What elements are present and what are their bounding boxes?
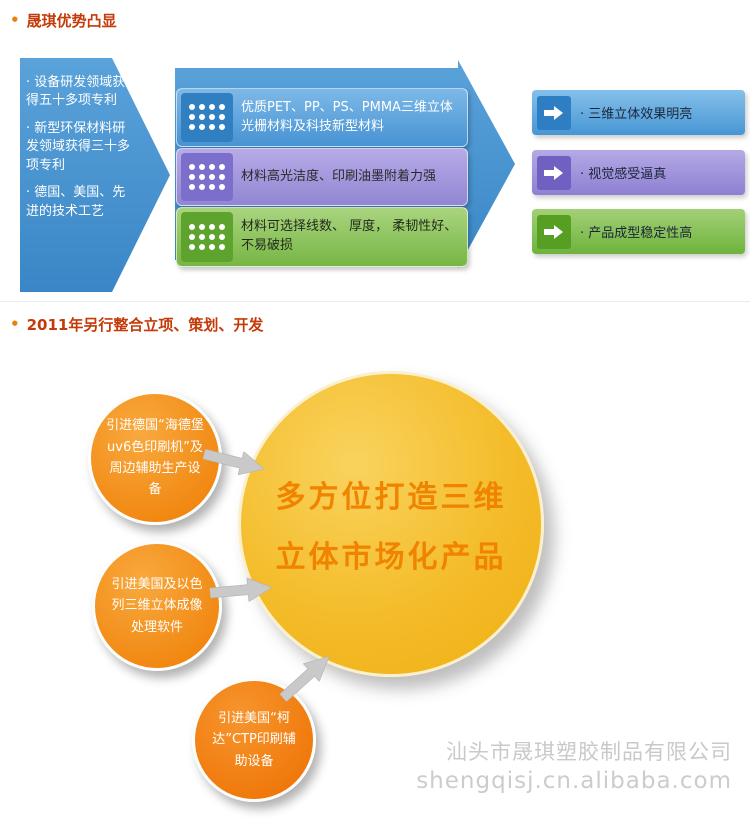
result-bar-3: · 产品成型稳定性高 <box>532 209 745 254</box>
section2-title-text: 2011年另行整合立项、策划、开发 <box>26 316 264 334</box>
result-bar-1: · 三维立体效果明亮 <box>532 90 745 135</box>
arrow-right-icon <box>537 155 571 190</box>
dot-grid-icon <box>181 93 233 142</box>
left-arrow-text: · 设备研发领域获得五十多项专利 · 新型环保材料研发领域获得三十多项专利 · … <box>26 74 130 230</box>
center-circle-line2: 立体市场化产品 <box>275 540 507 575</box>
watermark-company: 汕头市晟琪塑胶制品有限公司 <box>446 740 732 764</box>
section1-title-text: 晟琪优势凸显 <box>26 12 117 30</box>
material-box-text: 优质PET、PP、PS、PMMA三维立体光栅材料及科技新型材料 <box>241 99 453 134</box>
result-bar-text: · 产品成型稳定性高 <box>580 226 693 241</box>
material-box-3: 材料可选择线数、 厚度， 柔韧性好、不易破损 <box>176 207 468 267</box>
connector-arrow-icon <box>279 656 330 703</box>
dot-grid-icon <box>181 212 233 262</box>
bullet-icon: • <box>10 11 20 29</box>
result-bar-text: · 视觉感受逼真 <box>580 167 667 182</box>
connector-arrow-icon <box>202 448 265 476</box>
left-arrow-item: · 德国、美国、先进的技术工艺 <box>26 185 126 219</box>
feature-circle-3: 引进美国“柯达”CTP印刷辅助设备 <box>192 678 316 802</box>
connector-arrow-icon <box>209 577 273 603</box>
left-arrow-item: · 新型环保材料研发领域获得三十多项专利 <box>26 120 131 173</box>
section2-title: • 2011年另行整合立项、策划、开发 <box>10 314 263 335</box>
center-circle-line1: 多方位打造三维 <box>275 480 507 515</box>
material-box-text: 材料高光洁度、印刷油墨附着力强 <box>241 168 437 184</box>
dot-grid-icon <box>181 153 233 201</box>
section-divider <box>0 301 750 302</box>
result-bar-text: · 三维立体效果明亮 <box>580 107 693 122</box>
arrow-right-icon <box>537 95 571 130</box>
material-box-2: 材料高光洁度、印刷油墨附着力强 <box>176 148 468 206</box>
section1-title: • 晟琪优势凸显 <box>10 10 117 31</box>
material-box-1: 优质PET、PP、PS、PMMA三维立体光栅材料及科技新型材料 <box>176 88 468 147</box>
watermark-url: shengqisj.cn.alibaba.com <box>416 768 732 794</box>
left-arrow-shape <box>20 58 170 292</box>
result-bar-2: · 视觉感受逼真 <box>532 150 745 195</box>
material-box-text: 材料可选择线数、 厚度， 柔韧性好、不易破损 <box>241 219 458 253</box>
arrow-right-icon <box>537 214 571 249</box>
bullet-icon: • <box>10 315 20 333</box>
feature-circle-1: 引进德国“海德堡uv6色印刷机”及周边辅助生产设备 <box>88 391 222 525</box>
feature-circle-2: 引进美国及以色列三维立体成像处理软件 <box>92 541 222 671</box>
left-arrow-item: · 设备研发领域获得五十多项专利 <box>26 75 126 109</box>
center-circle: 多方位打造三维 立体市场化产品 <box>238 371 544 677</box>
